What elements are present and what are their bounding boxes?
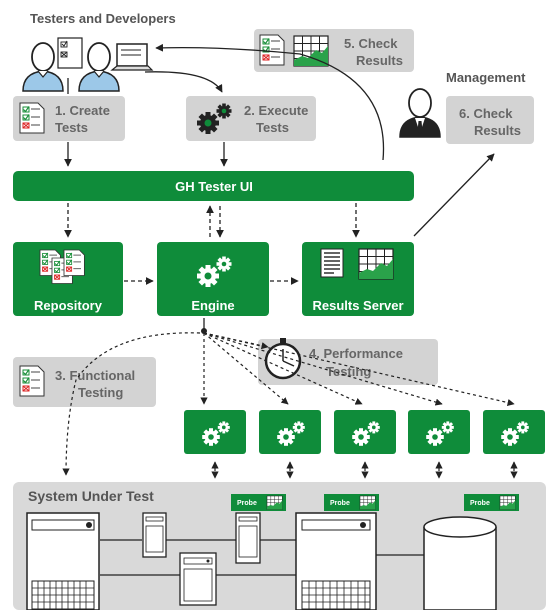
step-check6-sublabel: Results [474,123,521,138]
agent-box [408,410,470,454]
agent-box [483,410,545,454]
step-create-tests: 1. Create Tests [13,96,125,141]
engine-label: Engine [191,298,234,313]
step-functional-testing: 3. Functional Testing [13,357,156,407]
server-icon [235,512,261,564]
repository-label: Repository [34,298,103,313]
document-icon [320,248,344,278]
step-check-results-testers: 5. Check Results [254,29,414,72]
gh-tester-ui-label: GH Tester UI [175,179,253,194]
probe-label: Probe [470,500,490,507]
step-functional-sublabel: Testing [78,385,123,400]
step-functional-label: 3. Functional [55,368,135,383]
system-under-test-title: System Under Test [28,488,154,504]
chart-icon [358,248,394,280]
management-user-icon [399,88,441,138]
gh-tester-ui-bar[interactable]: GH Tester UI [13,171,414,201]
step-performance-testing: 4. Performance Testing [258,338,438,385]
engine-box[interactable]: Engine [157,242,269,316]
step-check-results-management: 6. Check Results [446,96,534,144]
server-icon [295,512,377,610]
probe-label: Probe [237,500,257,507]
checklist-icon [19,365,45,397]
agent-engines [184,410,545,454]
probe-badge: Probe [324,494,379,511]
step-create-label: 1. Create [55,103,110,118]
server-icon [179,552,217,606]
results-server-box[interactable]: Results Server [302,242,414,316]
database-icon [423,516,497,610]
performance-fanout [62,328,515,476]
step-performance-label: 4. Performance [309,346,403,361]
results-server-label: Results Server [312,298,403,313]
testers-heading: Testers and Developers [30,11,176,26]
system-under-test: System Under Test [13,482,546,610]
step-create-sublabel: Tests [55,120,88,135]
connectors [64,43,495,330]
step-check5-sublabel: Results [356,53,403,68]
repository-box[interactable]: Repository [13,242,123,316]
agent-box [184,410,246,454]
agent-sut-links [211,461,518,479]
step-execute-sublabel: Tests [256,120,289,135]
step-execute-tests: 2. Execute Tests [186,96,316,141]
step-check5-label: 5. Check [344,36,398,51]
agent-box [334,410,396,454]
step-check6-label: 6. Check [459,106,513,121]
step-performance-sublabel: Testing [326,364,371,379]
checklist-icon [259,34,285,66]
server-icon [26,512,100,610]
checklist-icon [19,102,45,134]
server-icon [142,512,167,558]
agent-box [259,410,321,454]
testers-user-icon [22,37,154,92]
probe-label: Probe [330,500,350,507]
probe-badge: Probe [231,494,286,511]
step-execute-label: 2. Execute [244,103,308,118]
management-heading: Management [446,70,526,85]
probe-badge: Probe [464,494,519,511]
